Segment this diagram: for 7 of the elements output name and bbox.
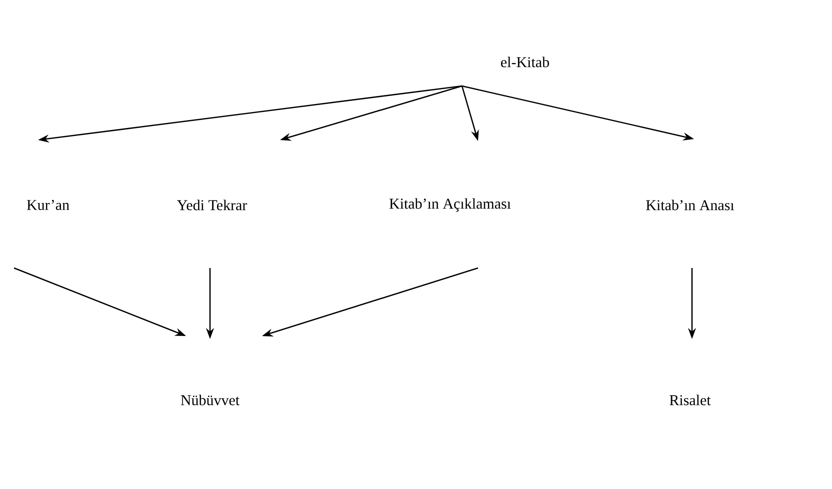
node-label: el-Kitab [501,56,550,68]
node-label: Kur’an [26,200,70,210]
node-label: Kitab’ın Açıklaması [389,198,511,212]
node-label: Nübüvvet [180,394,240,406]
node-label: Risalet [670,394,711,406]
node-label: Yedi Tekrar [177,200,248,210]
node-label: Kitab’ın Anası [646,200,734,210]
